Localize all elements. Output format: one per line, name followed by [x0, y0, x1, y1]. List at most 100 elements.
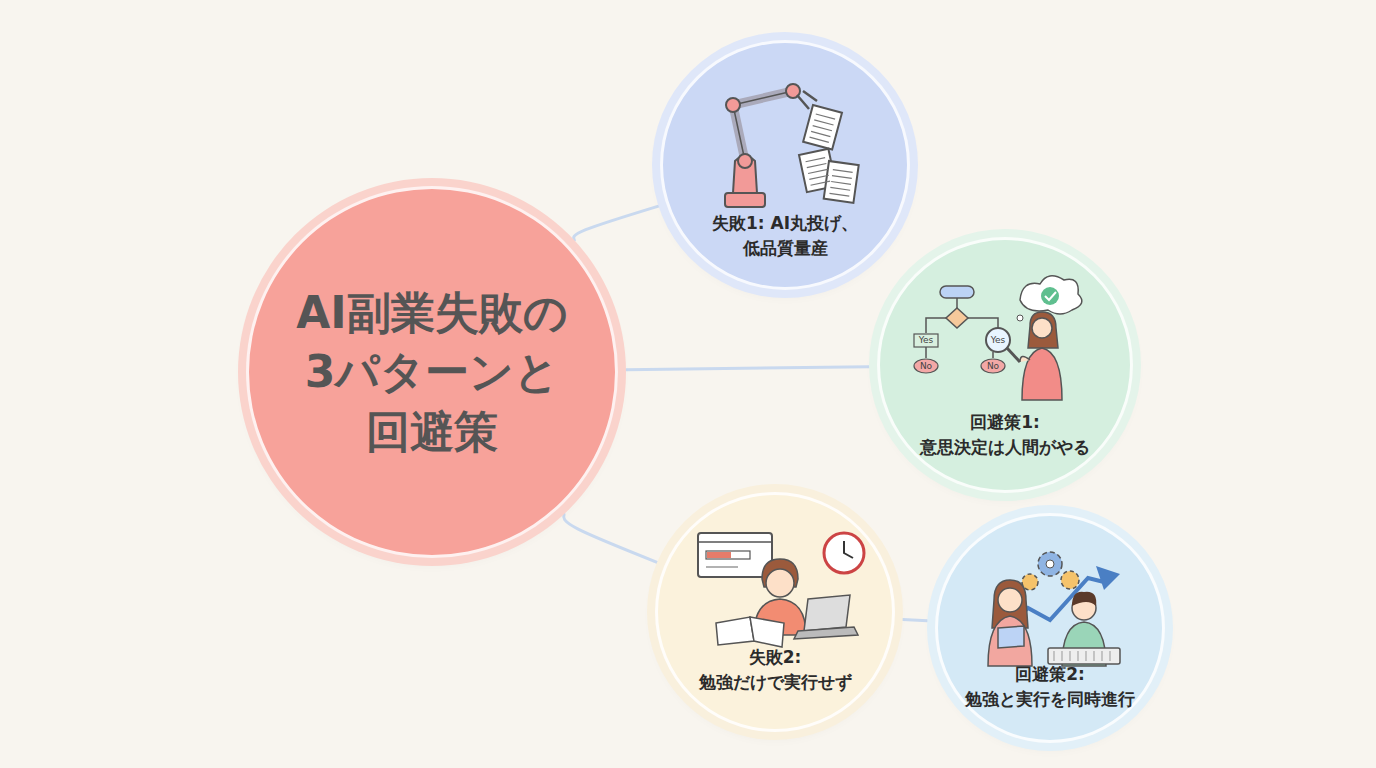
main-circle: AI副業失敗の 3パターンと 回避策	[246, 186, 618, 558]
illustration-part	[824, 533, 864, 573]
illustration-part	[810, 137, 829, 142]
illustration-part	[738, 154, 752, 168]
illustration-part	[806, 114, 853, 196]
connector-line	[574, 206, 659, 240]
illustration-part	[811, 131, 830, 136]
flow-label: Yes	[991, 336, 1006, 345]
illustration-part	[1022, 348, 1062, 400]
node-text: 失敗2: 勉強だけで実行せず	[680, 645, 870, 694]
illustration-part	[1041, 287, 1059, 305]
text-box: 失敗2: 勉強だけで実行せず	[658, 645, 892, 694]
solution-circle: 回避策2: 勉強と実行を同時進行	[935, 513, 1165, 743]
illustration-part	[811, 181, 831, 185]
illustration-part	[1020, 276, 1082, 314]
illustration-part	[1020, 356, 1030, 362]
illustration-part	[809, 175, 829, 179]
flow-label: Yes	[919, 336, 934, 345]
illustration-part	[1072, 592, 1096, 606]
illustration-part	[998, 626, 1024, 648]
illustration-part	[992, 352, 994, 358]
illustration-part	[925, 347, 927, 358]
illustration-part	[1061, 571, 1079, 589]
illustration-part	[1078, 651, 1079, 661]
illustration	[658, 495, 892, 729]
illustration-part	[956, 298, 958, 308]
illustration-part	[940, 286, 974, 298]
illustration-part	[707, 552, 731, 558]
illustration-part	[988, 616, 1032, 666]
connector-line	[903, 619, 927, 620]
illustration-part	[1017, 315, 1023, 321]
illustration-part	[807, 163, 827, 167]
illustration-part	[698, 541, 772, 543]
text-box: 回避策2: 勉強と実行を同時進行	[938, 662, 1162, 711]
illustration-part	[803, 105, 842, 149]
illustration-part	[766, 569, 794, 597]
illustration-part	[733, 105, 745, 161]
solution-circle: 回避策1: 意思決定は人間がやる	[877, 237, 1133, 493]
illustration-part	[946, 308, 968, 328]
illustration-part	[750, 617, 784, 647]
illustration-part	[804, 595, 850, 631]
illustration-part	[1048, 648, 1120, 664]
illustration-part	[806, 158, 826, 162]
illustration-part	[829, 193, 849, 196]
illustration-part	[1038, 552, 1062, 576]
illustration-part	[698, 533, 772, 577]
illustration-part	[1054, 651, 1110, 661]
text-box: 失敗1: AI丸投げ、 低品質量産	[663, 211, 907, 260]
illustration-part	[1007, 348, 1020, 362]
illustration-part	[830, 187, 850, 190]
illustration-part	[829, 170, 852, 197]
failure-circle: 失敗1: AI丸投げ、 低品質量産	[660, 40, 910, 290]
illustration-part	[808, 169, 828, 173]
main-title: AI副業失敗の 3パターンと 回避策	[282, 283, 582, 461]
illustration-part	[1062, 651, 1063, 661]
illustration-part	[1032, 318, 1052, 338]
illustration-part	[981, 359, 1005, 373]
illustration-part	[733, 91, 793, 105]
illustration-part	[1094, 651, 1095, 661]
illustration-part	[725, 193, 765, 207]
illustration-part	[726, 98, 740, 112]
illustration-part	[806, 158, 831, 186]
illustration-part	[733, 91, 793, 105]
illustration-part	[1102, 651, 1103, 661]
illustration-part	[1045, 292, 1056, 300]
connector-line	[564, 514, 657, 562]
illustration-part	[1054, 651, 1055, 661]
node-text: 回避策1: 意思決定は人間がやる	[900, 410, 1110, 459]
illustration-part	[794, 627, 858, 639]
node-text: 回避策2: 勉強と実行を同時進行	[955, 662, 1145, 711]
flow-label: No	[920, 362, 932, 371]
illustration-part	[914, 334, 938, 347]
illustration-part	[1070, 651, 1071, 661]
text-box: AI副業失敗の 3パターンと 回避策	[249, 283, 615, 461]
failure-circle: 失敗2: 勉強だけで実行せず	[655, 492, 895, 732]
illustration-part	[810, 114, 836, 142]
illustration-part	[833, 170, 853, 173]
illustration-part	[1046, 560, 1054, 568]
illustration-part	[1028, 312, 1058, 348]
illustration-part	[1096, 566, 1120, 590]
illustration-part	[832, 176, 852, 179]
illustration-part	[803, 105, 842, 149]
node-text: 失敗1: AI丸投げ、 低品質量産	[690, 211, 880, 260]
illustration-part	[844, 541, 853, 558]
illustration-part	[716, 617, 754, 645]
illustration-part	[816, 114, 835, 119]
illustration-part	[1110, 651, 1111, 661]
illustration-part	[733, 105, 745, 161]
illustration-part	[1086, 651, 1087, 661]
flow-label: No	[987, 362, 999, 371]
illustration-part	[706, 566, 738, 568]
connector-line	[626, 367, 869, 370]
illustration-part	[813, 126, 832, 131]
illustration-part	[926, 318, 998, 333]
text-box: 回避策1: 意思決定は人間がやる	[880, 410, 1130, 459]
illustration-part	[998, 588, 1022, 612]
illustration-part	[706, 551, 750, 559]
illustration-part	[814, 120, 833, 125]
illustration-part	[831, 182, 851, 185]
